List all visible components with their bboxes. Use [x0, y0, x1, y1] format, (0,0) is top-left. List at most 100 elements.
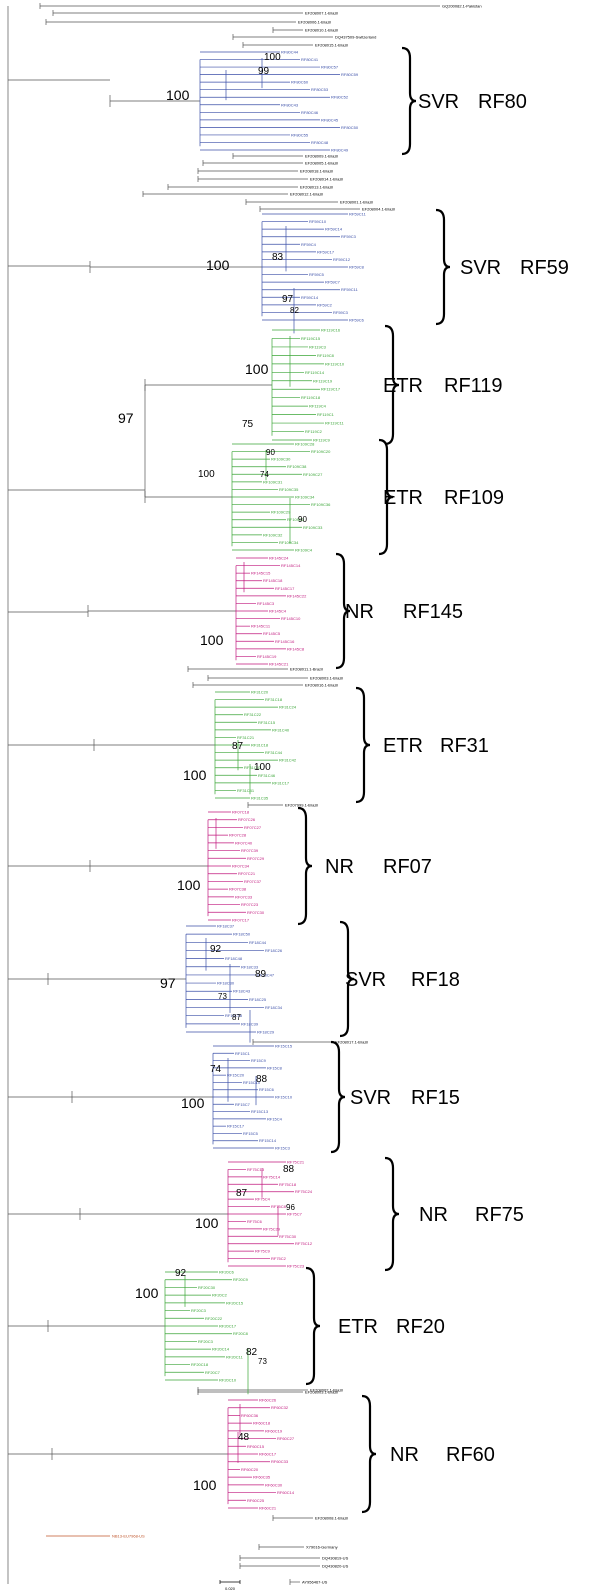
leaf-label: RF31C17 [272, 780, 290, 785]
rf-label: RF80 [478, 91, 527, 113]
leaf-label: RF20C15 [226, 1300, 244, 1305]
reference-leaf-label: DQ437509-Switzerland [335, 35, 376, 40]
group-label: NR [419, 1204, 448, 1226]
bootstrap-value: 89 [255, 969, 267, 980]
leaf-label: RF60C26 [259, 1398, 277, 1403]
rf-label: RF15 [411, 1087, 460, 1109]
leaf-label: RF20C2 [212, 1293, 228, 1298]
clade-brace [384, 1156, 400, 1272]
leaf-label: RF119C18 [301, 395, 321, 400]
clade-brace [384, 324, 400, 446]
leaf-label: RF145C16 [275, 639, 295, 644]
rf-label: RF60 [446, 1444, 495, 1466]
leaf-label: RF109C20 [311, 449, 331, 454]
leaf-label: RF109C31 [263, 479, 283, 484]
reference-leaf-label: EF208003.1-Brazil [305, 1390, 338, 1395]
leaf-label: RF119C19 [313, 378, 333, 383]
rf-label: RF31 [440, 735, 489, 757]
leaf-label: RF20C14 [212, 1347, 230, 1352]
leaf-label: RF75C21 [287, 1160, 305, 1165]
outgroup-leaf-label: NB13-EU7968-US [112, 1534, 145, 1539]
leaf-label: RF109C34 [279, 540, 299, 545]
leaf-label: RF07C17 [232, 918, 250, 923]
bootstrap-value: 100 [166, 87, 190, 103]
leaf-label: RF15C10 [275, 1095, 293, 1100]
leaf-label: RF109C2 [287, 517, 305, 522]
reference-leaf-label: AY956467-US [302, 1580, 328, 1585]
leaf-label: RF109C34 [295, 495, 315, 500]
reference-leaf-label: EF208015.1-Brazil [315, 43, 348, 48]
bootstrap-value: 48 [238, 1432, 250, 1443]
leaf-label: RF59C6 [349, 318, 365, 323]
leaf-label: RF07C27 [244, 825, 262, 830]
leaf-label: RF80C46 [301, 110, 319, 115]
leaf-label: RF109C28 [295, 442, 315, 447]
group-label: SVR [418, 91, 459, 113]
reference-leaf-label: X79016-Germany [306, 1545, 338, 1550]
leaf-label: RF109C36 [311, 502, 331, 507]
reference-leaf-label: DQ430819-US [322, 1556, 349, 1561]
leaf-label: RF59C11 [349, 212, 367, 217]
leaf-label: RF59C8 [349, 265, 365, 270]
leaf-label: RF60C20 [241, 1467, 259, 1472]
leaf-label: RF20C6 [219, 1270, 235, 1275]
leaf-label: RF59C11 [341, 287, 359, 292]
leaf-label: RF145C14 [281, 563, 301, 568]
clade-brace [355, 686, 371, 804]
leaf-label: RF31C44 [265, 750, 283, 755]
leaf-label: RF119C1 [317, 412, 335, 417]
leaf-label: RF07C18 [232, 810, 250, 815]
leaf-label: RF20C10 [219, 1378, 237, 1383]
leaf-label: RF119C4 [309, 404, 327, 409]
leaf-label: RF145C15 [251, 571, 271, 576]
leaf-label: RF119C15 [301, 336, 321, 341]
leaf-label: RF15C10 [243, 1080, 261, 1085]
reference-leaf-label: EF207999.1-Brazil [285, 803, 318, 808]
leaf-label: RF07C23 [241, 902, 259, 907]
reference-leaf-label: EF208003.1-Brazil [310, 676, 343, 681]
leaf-label: RF20C9 [233, 1277, 249, 1282]
reference-leaf-label: EF208002.1-Brazil [310, 1388, 343, 1393]
leaf-label: RF75C8 [271, 1204, 287, 1209]
leaf-label: RF31C18 [251, 743, 269, 748]
leaf-label: RF60C21 [259, 1506, 277, 1511]
leaf-label: RF60C33 [271, 1459, 289, 1464]
leaf-label: RF75C4 [255, 1197, 271, 1202]
leaf-label: RF119C9 [313, 438, 331, 443]
leaf-label: RF31C22 [244, 712, 262, 717]
scale-bar-label: 0.020 [225, 1586, 236, 1591]
bootstrap-value: 92 [175, 1268, 187, 1279]
bootstrap-value: 88 [256, 1074, 268, 1085]
leaf-label: RF59C2 [317, 302, 333, 307]
leaf-label: RF31C41 [237, 788, 255, 793]
leaf-label: RF75C2 [271, 1256, 287, 1261]
clade-brace [330, 1040, 346, 1154]
leaf-label: RF119C3 [309, 344, 327, 349]
bootstrap-value: 82 [290, 306, 299, 315]
clade-brace [378, 438, 394, 556]
leaf-label: RF20C18 [191, 1362, 209, 1367]
bootstrap-value: 100 [200, 632, 224, 648]
leaf-label: RF75C30 [279, 1234, 297, 1239]
leaf-label: RF15C4 [267, 1116, 283, 1121]
leaf-label: RF18C44 [249, 940, 267, 945]
leaf-label: RF18C29 [257, 1030, 275, 1035]
leaf-label: RF145C8 [287, 646, 305, 651]
leaf-label: RF109C30 [271, 457, 291, 462]
leaf-label: RF109C35 [279, 487, 299, 492]
rf-label: RF145 [403, 601, 463, 623]
leaf-label: RF59C10 [309, 219, 327, 224]
leaf-label: RF60C30 [265, 1482, 283, 1487]
leaf-label: RF59C3 [333, 310, 349, 315]
leaf-label: RF07C40 [235, 840, 253, 845]
leaf-label: RF18C26 [265, 948, 283, 953]
group-label: SVR [345, 969, 386, 991]
leaf-label: RF80C43 [281, 102, 299, 107]
leaf-label: RF20C17 [219, 1324, 237, 1329]
leaf-label: RF80C44 [281, 50, 299, 55]
leaf-label: RF80C41 [301, 57, 319, 62]
leaf-label: RF18C50 [233, 932, 251, 937]
reference-leaf-label: GQ200082.1-Pakistan [442, 4, 482, 9]
leaf-label: RF145C17 [275, 586, 295, 591]
